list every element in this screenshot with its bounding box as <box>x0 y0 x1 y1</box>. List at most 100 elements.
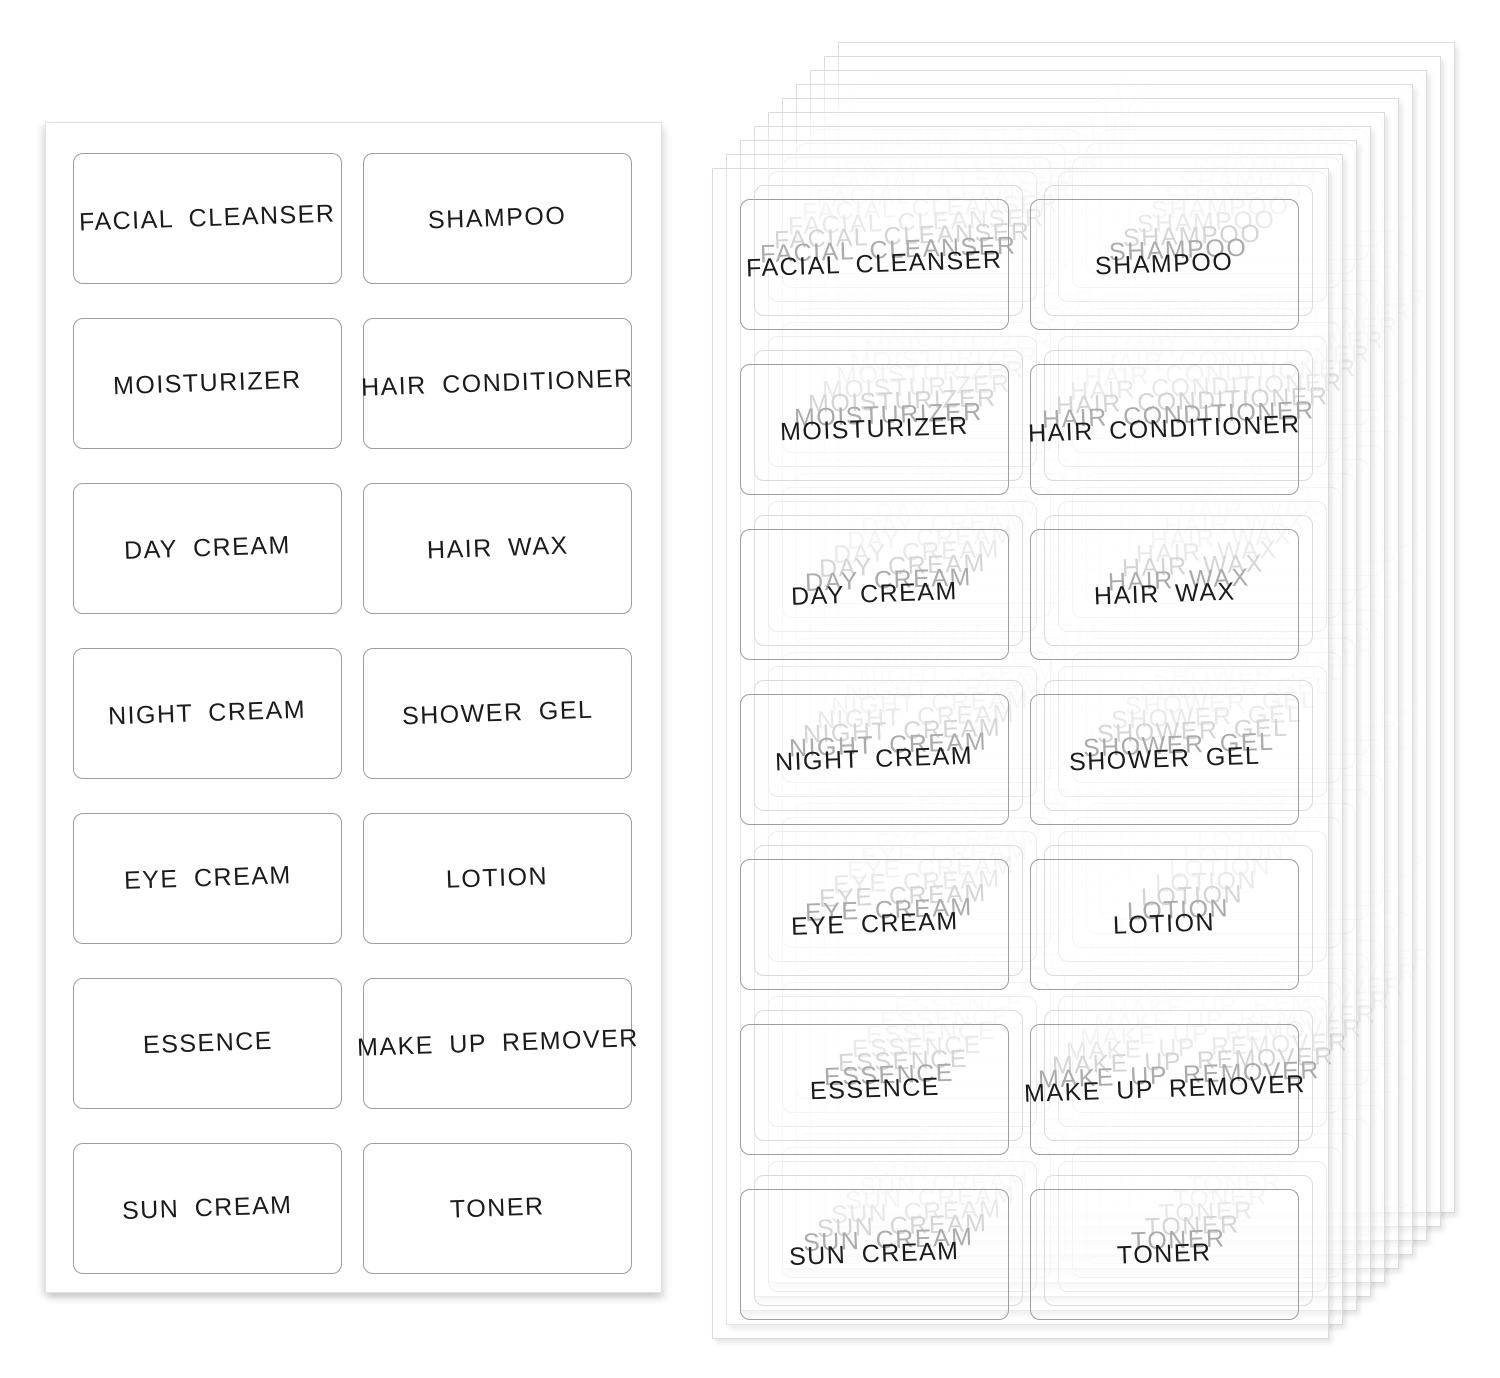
label-text: DAY CREAM <box>790 577 959 611</box>
label-sticker: EYE CREAM <box>810 789 1079 920</box>
label-sticker: SUN CREAM <box>824 1105 1093 1236</box>
label-sticker: SHOWER GEL <box>1058 666 1327 797</box>
label-text: MAKE UP REMOVER <box>356 1024 639 1062</box>
label-sticker: SHAMPOO <box>363 153 632 284</box>
label-sticker: MOISTURIZER <box>782 322 1051 453</box>
label-sticker: LOTION <box>1058 831 1327 962</box>
label-sticker: NIGHT CREAM <box>838 596 1107 727</box>
label-sticker: DAY CREAM <box>768 501 1037 632</box>
label-sticker: SHOWER GEL <box>1114 610 1383 741</box>
label-sticker: ESSENCE <box>768 996 1037 1127</box>
label-sticker: MAKE UP REMOVER <box>1051 996 1334 1127</box>
label-sticker: LOTION <box>1044 845 1313 976</box>
label-sticker: SHOWER GEL <box>1044 680 1313 811</box>
label-sticker: HAIR WAX <box>1058 501 1327 632</box>
label-sticker: LOTION <box>1072 817 1341 948</box>
label-sticker: SHOWER GEL <box>1128 596 1397 727</box>
label-sticker: MAKE UP REMOVER <box>1065 982 1348 1113</box>
label-sticker: HAIR WAX <box>1030 529 1299 660</box>
label-text: FACIAL CLEANSER <box>78 199 337 237</box>
label-sticker: NIGHT CREAM <box>852 582 1121 713</box>
label-sticker: SHAMPOO <box>1114 115 1383 246</box>
label-sticker: EYE CREAM <box>768 831 1037 962</box>
label-sticker: LOTION <box>1030 859 1299 990</box>
label-sticker: MAKE UP REMOVER <box>1107 940 1390 1071</box>
label-sticker: SUN CREAM <box>754 1175 1023 1306</box>
label-sticker: SHAMPOO <box>1142 87 1411 218</box>
label-sticker: ESSENCE <box>810 954 1079 1085</box>
label-sticker: TONER <box>1128 1091 1397 1222</box>
label-sticker: SUN CREAM <box>768 1161 1037 1292</box>
label-text: SUN CREAM <box>788 1237 961 1271</box>
label-sticker: MAKE UP REMOVER <box>1023 1024 1306 1155</box>
label-text: NIGHT CREAM <box>775 741 974 777</box>
label-text: HAIR CONDITIONER <box>1027 410 1302 448</box>
label-sticker: LOTION <box>1086 803 1355 934</box>
label-sticker: FACIAL CLEANSER <box>824 115 1093 246</box>
label-sticker: NIGHT CREAM <box>796 638 1065 769</box>
label-sticker: HAIR WAX <box>363 483 632 614</box>
label-sticker: HAIR CONDITIONER <box>360 318 635 449</box>
label-sticker: FACIAL CLEANSER <box>810 129 1079 260</box>
label-sticker: SUN CREAM <box>782 1147 1051 1278</box>
label-sticker: SHOWER GEL <box>1030 694 1299 825</box>
label-text: HAIR CONDITIONER <box>360 364 635 402</box>
label-sticker: NIGHT CREAM <box>768 666 1037 797</box>
label-text: MOISTURIZER <box>112 365 303 401</box>
label-sticker: NIGHT CREAM <box>782 652 1051 783</box>
label-sticker: HAIR WAX <box>1044 515 1313 646</box>
label-text: LOTION <box>1112 908 1216 940</box>
label-text: SUN CREAM <box>121 1191 294 1225</box>
label-text: ESSENCE <box>809 1072 940 1106</box>
label-sheet-single: FACIAL CLEANSER SHAMPOO MOISTURIZER HAIR CO… <box>45 122 662 1293</box>
label-text: NIGHT CREAM <box>108 695 307 731</box>
label-sticker: NIGHT CREAM <box>740 694 1009 825</box>
label-text: FACIAL CLEANSER <box>745 245 1004 283</box>
label-sticker: SHAMPOO <box>1086 143 1355 274</box>
label-text: EYE CREAM <box>790 907 959 941</box>
label-sticker: SUN CREAM <box>73 1143 342 1274</box>
label-sticker: SHOWER GEL <box>1072 652 1341 783</box>
label-text: TONER <box>1116 1238 1213 1270</box>
label-sticker: DAY CREAM <box>754 515 1023 646</box>
label-sticker: ESSENCE <box>740 1024 1009 1155</box>
label-sticker: TONER <box>1044 1175 1313 1306</box>
label-sticker: HAIR CONDITIONER <box>1126 266 1399 397</box>
label-sticker: SHAMPOO <box>1058 171 1327 302</box>
label-sticker: MOISTURIZER <box>810 294 1079 425</box>
label-sticker: LOTION <box>1128 761 1397 892</box>
label-sticker: MAKE UP REMOVER <box>1079 968 1362 1099</box>
label-sticker: FACIAL CLEANSER <box>796 143 1065 274</box>
label-sticker: TONER <box>1058 1161 1327 1292</box>
label-sticker: EYE CREAM <box>782 817 1051 948</box>
label-sticker: ESSENCE <box>796 968 1065 1099</box>
label-sticker: HAIR CONDITIONER <box>1056 336 1329 467</box>
label-sticker: MOISTURIZER <box>754 350 1023 481</box>
label-sticker: EYE CREAM <box>824 775 1093 906</box>
label-sticker: ESSENCE <box>824 940 1093 1071</box>
label-sticker: HAIR WAX <box>1086 473 1355 604</box>
label-text: HAIR WAX <box>426 531 569 565</box>
label-sticker: FACIAL CLEANSER <box>740 199 1009 330</box>
label-sticker: MOISTURIZER <box>852 252 1121 383</box>
label-sticker: SHAMPOO <box>1044 185 1313 316</box>
label-sticker: HAIR WAX <box>1114 445 1383 576</box>
label-sticker: DAY CREAM <box>740 529 1009 660</box>
label-sticker: HAIR CONDITIONER <box>1027 364 1302 495</box>
labels-grid: FACIAL CLEANSER SHAMPOO MOISTURIZER HAIR CO… <box>73 153 639 1274</box>
label-text: HAIR WAX <box>1093 577 1236 611</box>
label-sticker: HAIR WAX <box>1072 487 1341 618</box>
label-sticker: DAY CREAM <box>782 487 1051 618</box>
label-sticker: MOISTURIZER <box>824 280 1093 411</box>
label-sticker: SUN CREAM <box>852 1077 1121 1208</box>
label-sticker: HAIR CONDITIONER <box>1140 252 1413 383</box>
label-sticker: TONER <box>1030 1189 1299 1320</box>
